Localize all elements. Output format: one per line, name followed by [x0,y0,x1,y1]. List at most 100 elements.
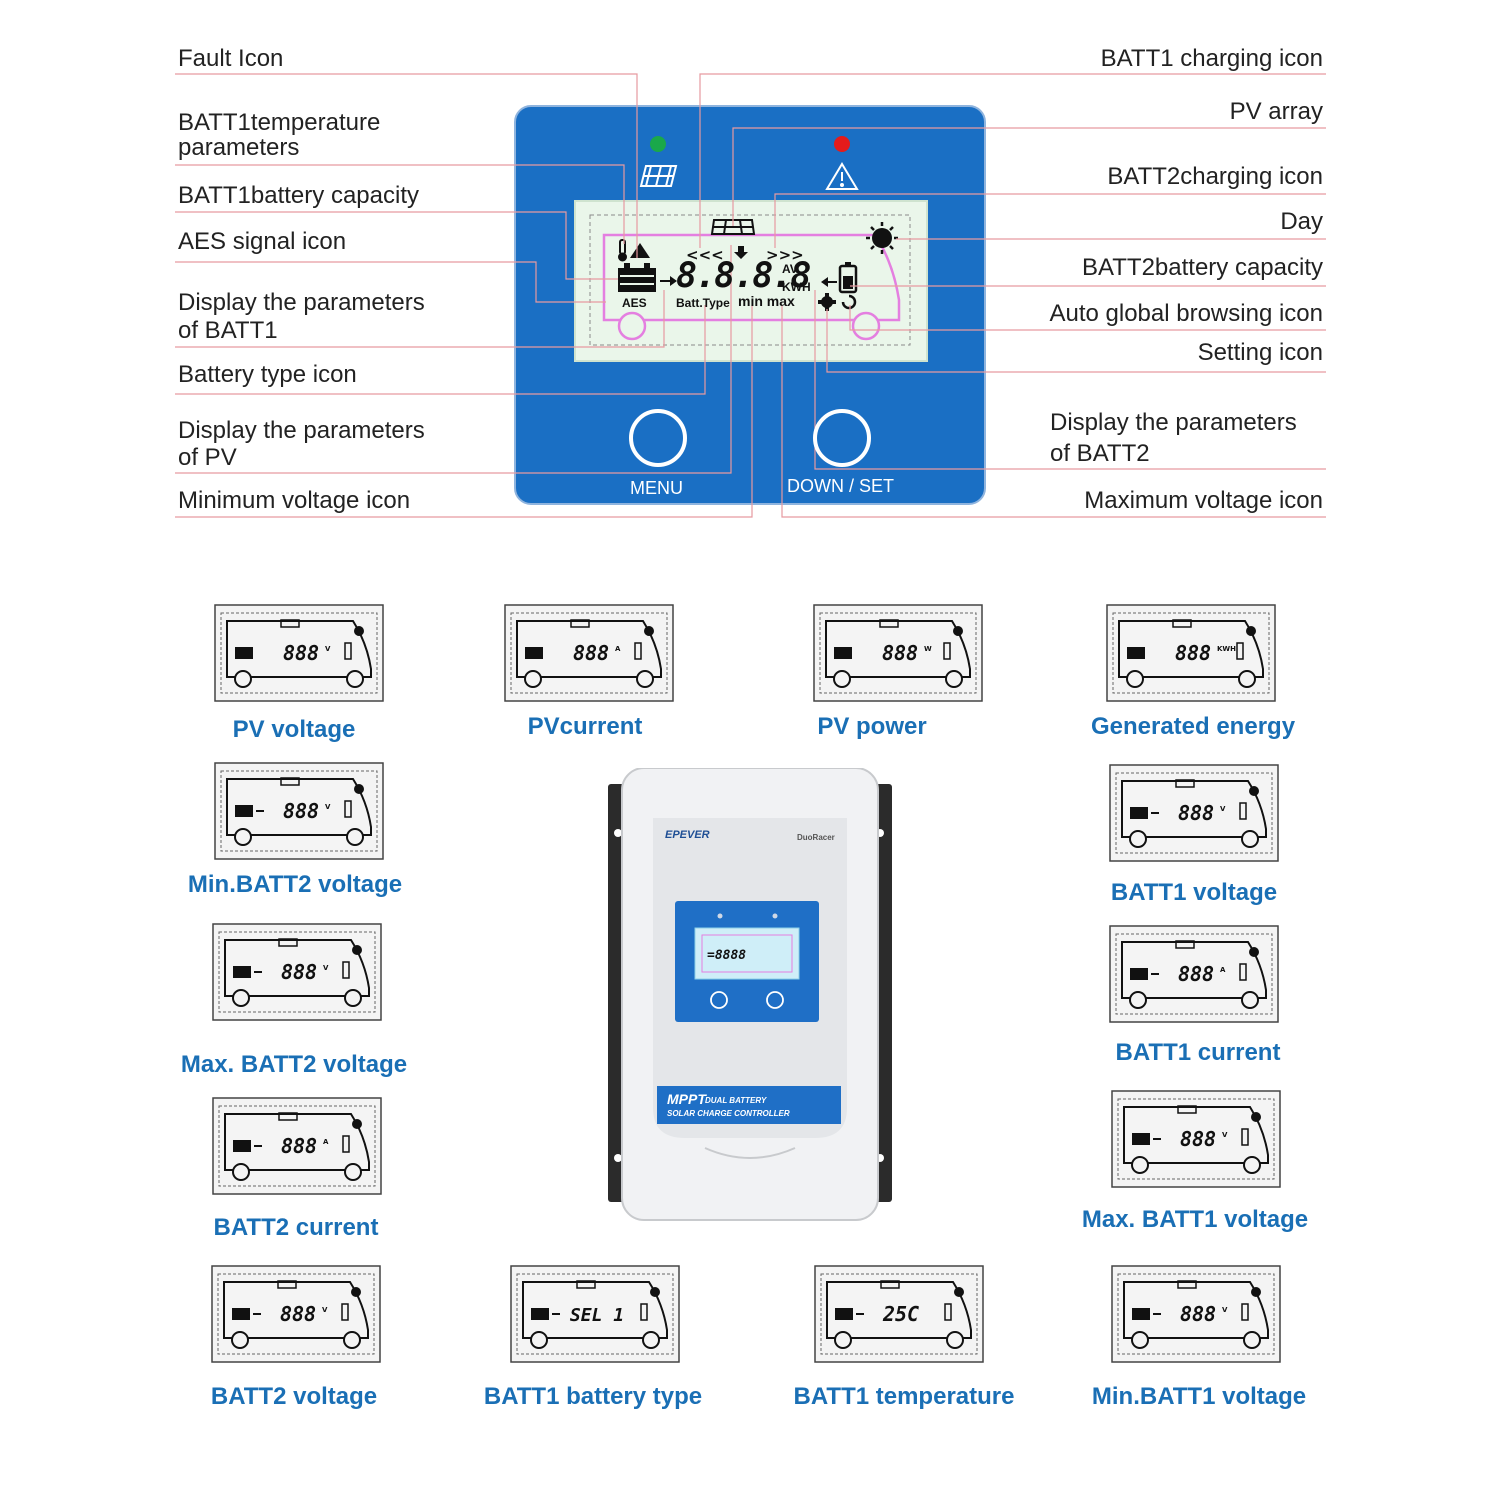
lcd-solar-array-icon [710,219,756,235]
lcd-batt1-icon [618,263,656,292]
callout-day: Day [1280,208,1323,235]
device-image: =8888 MPPT DUAL BATTERY SOLAR CHARGE CON… [608,768,892,1221]
mode-display-unit: V [1222,1306,1228,1314]
mode-caption: Min.BATT1 voltage [1091,1383,1307,1410]
lcd-thermometer-icon [618,239,627,262]
device-brand-logo: EPEVER [665,829,710,841]
mode-caption: BATT1 voltage [1110,879,1278,906]
mode-thumbnail: 888 V [1111,1090,1281,1188]
lcd-digits: 8.8.8.8 [676,256,812,296]
mode-display-value: 888 [573,641,609,665]
mode-display-unit: KWH [1217,645,1236,653]
callout-setting-icon: Setting icon [1197,339,1323,366]
mode-display-unit: V [323,964,329,972]
lcd-down-arrow-icon [734,246,748,259]
callout-batt2-capacity: BATT2battery capacity [1082,254,1323,281]
panel-diagram: <<< >>> [175,73,1326,518]
callout-batt1-temperature: BATT1temperature parameters [178,109,381,161]
menu-label: MENU [630,478,683,498]
lcd-refresh-icon [841,294,857,310]
lcd-sun-icon [866,222,898,254]
mode-thumbnail: 888 V [211,1265,381,1363]
mode-caption: BATT1 battery type [483,1383,703,1410]
mode-display-value: 888 [1178,962,1214,986]
lcd-chevrons-left-icon: <<< [686,246,724,264]
mode-display-value: 888 [283,799,319,823]
callout-pv-params: Display the parameters of PV [178,417,425,471]
mode-display-value: 888 [283,641,319,665]
mode-display-value: 888 [1180,1302,1216,1326]
lcd-fault-icon [630,243,650,258]
down-set-button[interactable] [813,409,871,467]
callout-batt1-capacity: BATT1battery capacity [178,182,419,209]
mode-thumbnail: 888 W [813,604,983,702]
mode-caption: Min.BATT2 voltage [187,871,403,898]
callout-batt2-charging: BATT2charging icon [1107,163,1323,190]
mode-caption: Max. BATT1 voltage [1081,1206,1309,1233]
mode-caption: Generated energy [1090,713,1296,740]
lcd-arrow-left-icon [821,277,837,287]
mode-display-unit: A [1220,966,1226,974]
mode-caption: PV power [817,713,927,740]
mode-display-value: 888 [281,1134,317,1158]
mode-display-value: 888 [1175,641,1211,665]
callout-aes-signal: AES signal icon [178,228,347,255]
mode-display-unit: V [322,1306,328,1314]
callout-min-voltage: Minimum voltage icon [178,487,411,514]
down-set-label: DOWN / SET [787,476,894,496]
warning-icon [825,162,859,190]
pv-status-led [650,136,666,152]
menu-button[interactable] [629,409,687,467]
mode-thumbnail: 25C [814,1265,984,1363]
device-band-sub2: SOLAR CHARGE CONTROLLER [667,1109,790,1118]
mode-caption: Max. BATT2 voltage [180,1051,408,1078]
mode-display-value: 888 [882,641,918,665]
callout-fault-icon: Fault Icon [178,45,284,72]
mode-thumbnail: 888 V [1111,1265,1281,1363]
mode-display-unit: V [325,645,331,653]
device-model: DuoRacer [797,833,835,842]
lcd-chevrons-right-icon: >>> [766,246,804,264]
svg-text:=8888: =8888 [707,948,746,963]
lcd-arrow-right-icon [660,276,677,286]
lcd-gear-icon [818,293,836,311]
mode-thumbnail: SEL 1 [510,1265,680,1363]
lcd-unit-av: AV [782,262,798,276]
mode-caption: BATT2 voltage [210,1383,378,1410]
mode-display-value: SEL 1 [570,1305,624,1326]
mode-caption: BATT1 temperature [793,1383,1015,1410]
mode-thumbnail: 888 KWH [1106,604,1276,702]
mode-display-unit: V [325,803,331,811]
mode-thumbnail: 888 V [214,604,384,702]
mode-caption: BATT1 current [1115,1039,1281,1066]
mode-display-value: 888 [281,960,317,984]
mode-display-unit: W [924,645,932,653]
solar-panel-icon [639,165,678,187]
mode-thumbnail: 888 V [212,923,382,1021]
lcd-batt2-icon [838,262,858,294]
callout-battery-type: Battery type icon [178,361,357,388]
mode-display-value: 888 [1180,1127,1216,1151]
lcd-aes-label: AES [622,296,647,310]
mode-caption: PV voltage [232,716,356,743]
mode-display-value: 888 [1178,801,1214,825]
mode-thumbnail: 888 A [212,1097,382,1195]
device-band-title: MPPT [667,1091,707,1107]
mode-display-unit: V [1220,805,1226,813]
mode-display-unit: A [323,1138,329,1146]
callout-max-voltage: Maximum voltage icon [1084,487,1323,514]
mode-caption: PVcurrent [527,713,643,740]
callout-batt1-charging: BATT1 charging icon [1100,45,1323,72]
callout-pv-array: PV array [1229,98,1323,125]
mode-thumbnail: 888 A [1109,925,1279,1023]
fault-status-led [834,136,850,152]
device-band-sub1: DUAL BATTERY [705,1096,767,1105]
mode-display-value: 888 [280,1302,316,1326]
callout-batt2-params: Display the parameters of BATT2 [1050,409,1297,467]
mode-display-unit: V [1222,1131,1228,1139]
mode-display-value: 25C [882,1302,919,1326]
lcd-min-max-label: min max [738,293,795,309]
callout-auto-browse: Auto global browsing icon [1049,300,1323,327]
mode-thumbnail: 888 V [1109,764,1279,862]
